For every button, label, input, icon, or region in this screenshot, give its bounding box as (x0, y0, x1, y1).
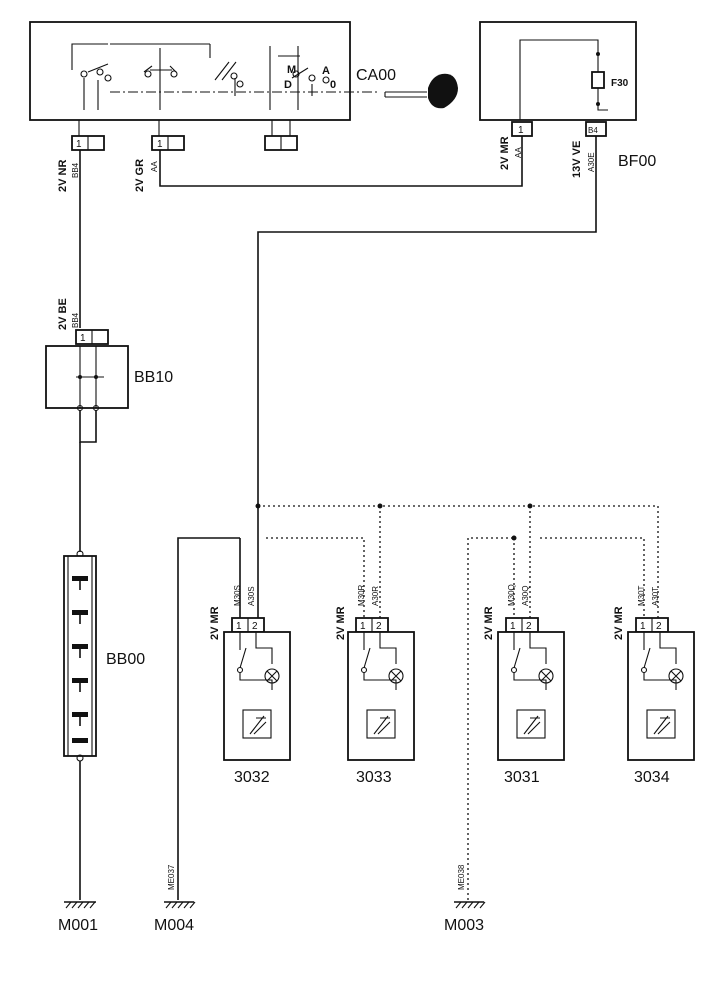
bf00-left-wire-code: AA (514, 147, 523, 158)
svg-text:1: 1 (236, 621, 242, 632)
ground-m001: M001 (58, 901, 98, 934)
pos-a-label: A (322, 65, 330, 77)
bf00-right-wire-code: A30E (587, 152, 596, 172)
fuse-box-bf00: F30 1 B4 BF00 (479, 21, 656, 170)
svg-text:1: 1 (518, 125, 524, 136)
svg-text:M30Q: M30Q (507, 584, 516, 606)
svg-text:2V MR: 2V MR (335, 606, 347, 640)
svg-text:1: 1 (80, 333, 86, 344)
lamp-3031-box (497, 631, 565, 761)
wire-bf00-feed (257, 136, 597, 506)
wire-bus-dotted (258, 505, 659, 618)
svg-text:A30T: A30T (651, 587, 660, 606)
door-icon (366, 709, 396, 739)
svg-text:ME038: ME038 (457, 864, 466, 890)
svg-text:2V BE: 2V BE (57, 298, 69, 330)
wire-ca00-bf00 (159, 136, 523, 187)
svg-text:2V MR: 2V MR (613, 606, 625, 640)
ignition-switch-ca00: M D A 0 CA00 1 1 (29, 21, 458, 151)
lamp-3032-label: 3032 (234, 769, 270, 786)
lamp-3034: 2V MR M30T A30T 1 2 3034 (613, 585, 695, 786)
ca00-left-wire-code: BB4 (71, 162, 80, 178)
ca00-mid-wire-code: AA (150, 161, 159, 172)
fuse-f30-label: F30 (611, 78, 629, 89)
pos-d-label: D (284, 79, 292, 91)
svg-text:M003: M003 (444, 917, 484, 934)
battery-cells (72, 576, 88, 743)
svg-text:2: 2 (526, 621, 532, 632)
lamp-3032-box (223, 631, 291, 761)
key-icon (384, 73, 458, 109)
ca00-mid-wire-label: 2V GR (134, 159, 146, 192)
svg-text:1: 1 (510, 621, 516, 632)
battery-bb00: BB00 (63, 442, 145, 900)
connector-bb10: 2V BE BB4 1 BB10 (45, 298, 173, 443)
svg-text:A30S: A30S (247, 586, 256, 606)
svg-text:2: 2 (252, 621, 258, 632)
door-icon (516, 709, 546, 739)
svg-text:2: 2 (376, 621, 382, 632)
svg-text:1: 1 (157, 139, 163, 150)
lamp-3031-label: 3031 (504, 769, 540, 786)
svg-text:M001: M001 (58, 917, 98, 934)
bf00-right-wire-label: 13V VE (571, 141, 583, 178)
bb00-label: BB00 (106, 651, 145, 668)
bf00-left-wire-label: 2V MR (499, 136, 511, 170)
pos-0-label: 0 (330, 79, 336, 91)
door-icon (242, 709, 272, 739)
bb10-label: BB10 (134, 369, 173, 386)
ca00-box (29, 21, 351, 121)
svg-text:BB4: BB4 (71, 312, 80, 328)
pos-m-label: M (287, 64, 296, 76)
lamp-3032: 2V MR M30S A30S 1 2 3032 (209, 585, 291, 786)
bf00-label: BF00 (618, 153, 656, 170)
fuse-f30 (591, 71, 605, 89)
bf00-box (479, 21, 637, 121)
door-icon (646, 709, 676, 739)
svg-text:A30R: A30R (371, 586, 380, 606)
svg-text:2: 2 (656, 621, 662, 632)
svg-text:2V MR: 2V MR (209, 606, 221, 640)
ca00-left-wire-label: 2V NR (57, 160, 69, 192)
svg-text:ME037: ME037 (167, 864, 176, 890)
svg-text:A30Q: A30Q (521, 586, 530, 606)
lamp-3033: 2V MR M30R A30R 1 2 3033 (335, 584, 415, 786)
svg-text:1: 1 (76, 139, 82, 150)
ca00-label: CA00 (356, 67, 396, 84)
svg-text:M30S: M30S (233, 585, 242, 606)
svg-text:M30R: M30R (357, 584, 366, 606)
svg-text:1: 1 (640, 621, 646, 632)
lamp-3033-box (347, 631, 415, 761)
lamp-3031: 2V MR M30Q A30Q 1 2 3031 (483, 584, 565, 786)
lamp-3034-label: 3034 (634, 769, 670, 786)
svg-text:M004: M004 (154, 917, 194, 934)
lamp-3033-label: 3033 (356, 769, 392, 786)
lamp-3034-box (627, 631, 695, 761)
svg-text:B4: B4 (588, 126, 598, 135)
ground-m004: ME037 M004 (154, 537, 240, 934)
ground-m003: ME038 M003 (444, 537, 514, 934)
svg-text:2V MR: 2V MR (483, 606, 495, 640)
svg-text:M30T: M30T (637, 585, 646, 606)
svg-text:1: 1 (360, 621, 366, 632)
